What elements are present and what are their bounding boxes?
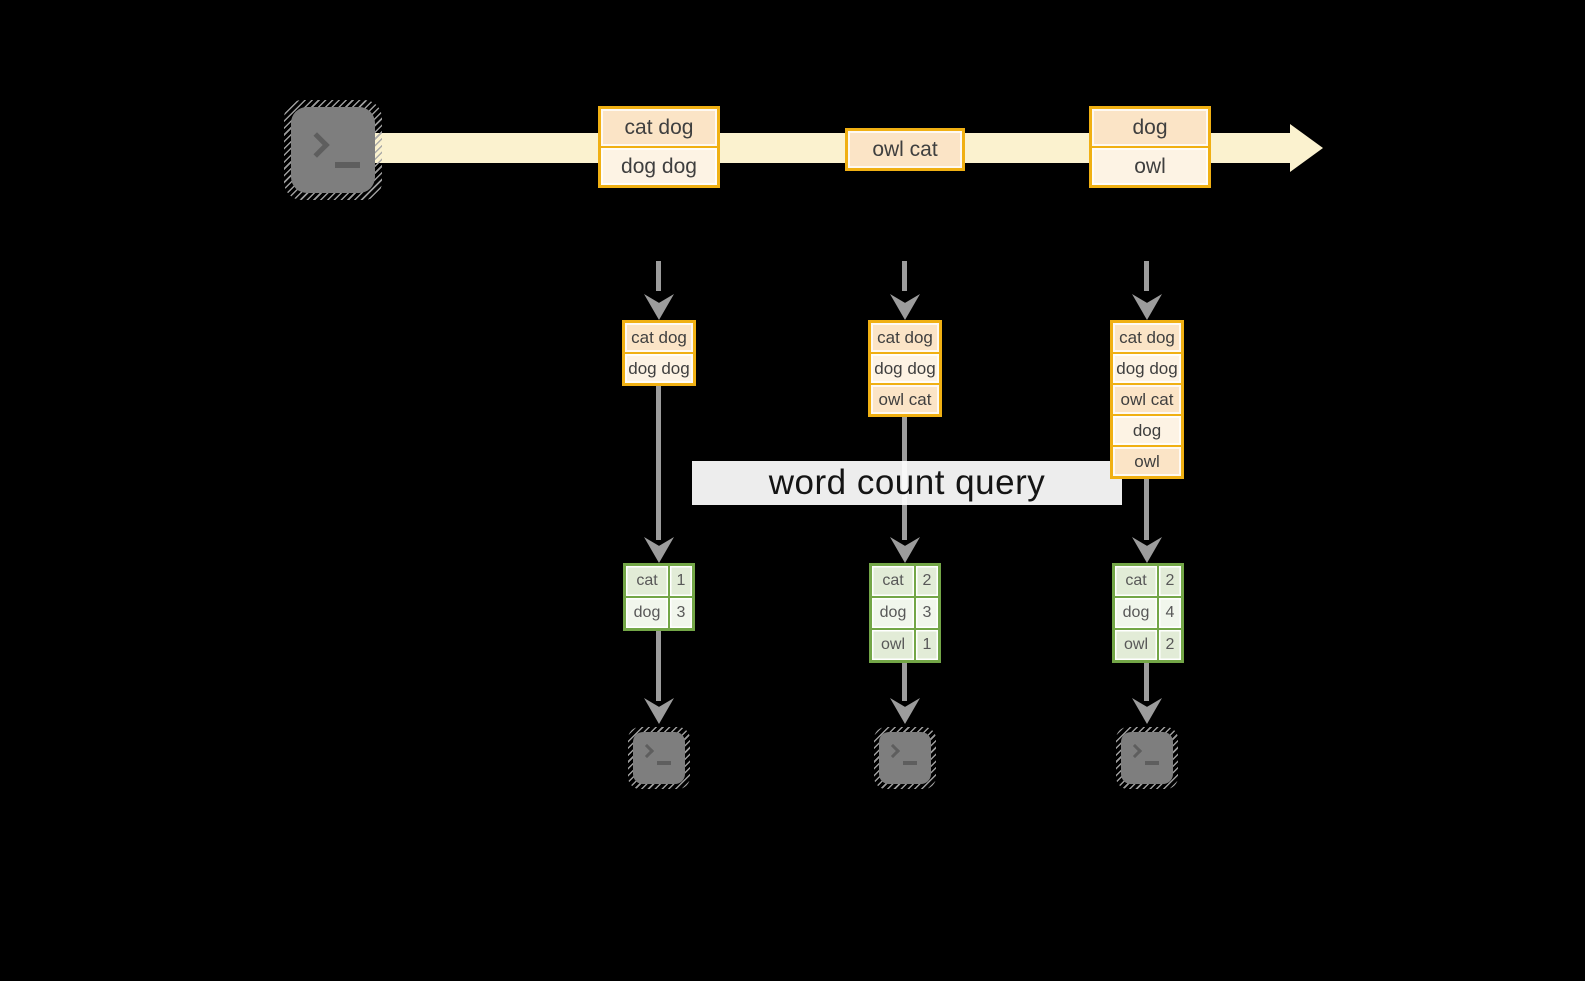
prompt-underscore-icon: [335, 162, 360, 168]
source-terminal-icon: [284, 100, 382, 200]
prompt-chevron-icon: [639, 743, 655, 759]
word-count-table-2: cat 2 dog 3 owl 1: [869, 563, 941, 663]
input-row: owl cat: [1113, 385, 1181, 414]
batch-row: dog: [1092, 109, 1208, 146]
input-row: dog dog: [625, 354, 693, 383]
prompt-underscore-icon: [1145, 761, 1159, 765]
micro-batch-input-2: cat dog dog dog owl cat: [868, 320, 942, 417]
terminal-body: [291, 107, 375, 193]
input-row: owl: [1113, 447, 1181, 476]
terminal-body: [879, 732, 931, 784]
input-row: dog dog: [871, 354, 939, 383]
count-cell: 4: [1159, 598, 1181, 628]
word-cell: cat: [872, 566, 914, 596]
sink-terminal-icon-3: [1116, 727, 1178, 789]
count-cell: 3: [916, 598, 938, 628]
input-row: cat dog: [871, 323, 939, 352]
word-cell: cat: [626, 566, 668, 596]
flow-arrow: [656, 629, 661, 701]
input-row: dog: [1113, 416, 1181, 445]
count-cell: 2: [916, 566, 938, 596]
dashed-arrowhead-icon: [890, 294, 920, 320]
input-row: owl cat: [871, 385, 939, 414]
flow-arrowhead-icon: [644, 537, 674, 563]
prompt-underscore-icon: [903, 761, 917, 765]
word-cell: dog: [1115, 598, 1157, 628]
flow-arrow: [902, 661, 907, 701]
dashed-arrow: [656, 261, 661, 291]
word-cell: dog: [626, 598, 668, 628]
flow-arrowhead-icon: [890, 698, 920, 724]
word-cell: cat: [1115, 566, 1157, 596]
prompt-chevron-icon: [304, 132, 330, 158]
flow-arrowhead-icon: [890, 537, 920, 563]
query-banner-label: word count query: [768, 463, 1046, 502]
dashed-arrow: [902, 261, 907, 291]
count-cell: 1: [916, 630, 938, 660]
flow-arrowhead-icon: [1132, 537, 1162, 563]
word-cell: owl: [1115, 630, 1157, 660]
flow-arrowhead-icon: [644, 698, 674, 724]
query-banner: word count query: [692, 461, 1122, 505]
flow-arrow: [1144, 477, 1149, 540]
word-count-table-1: cat 1 dog 3: [623, 563, 695, 631]
input-row: cat dog: [1113, 323, 1181, 352]
terminal-body: [1121, 732, 1173, 784]
input-row: cat dog: [625, 323, 693, 352]
dashed-arrowhead-icon: [1132, 294, 1162, 320]
batch-row: owl: [1092, 148, 1208, 185]
count-cell: 2: [1159, 566, 1181, 596]
prompt-chevron-icon: [1127, 743, 1143, 759]
sink-terminal-icon-1: [628, 727, 690, 789]
batch-row: owl cat: [848, 131, 962, 168]
sink-terminal-icon-2: [874, 727, 936, 789]
batch-row: cat dog: [601, 109, 717, 146]
stream-batch-3: dog owl: [1089, 106, 1211, 188]
stream-batch-2: owl cat: [845, 128, 965, 171]
count-cell: 1: [670, 566, 692, 596]
dashed-arrowhead-icon: [644, 294, 674, 320]
flow-arrowhead-icon: [1132, 698, 1162, 724]
prompt-chevron-icon: [885, 743, 901, 759]
stream-batch-1: cat dog dog dog: [598, 106, 720, 188]
micro-batch-input-3: cat dog dog dog owl cat dog owl: [1110, 320, 1184, 479]
stream-timeline-arrowhead-icon: [1290, 124, 1323, 172]
dashed-arrow: [1144, 261, 1149, 291]
count-cell: 2: [1159, 630, 1181, 660]
flow-arrow: [656, 384, 661, 540]
micro-batch-input-1: cat dog dog dog: [622, 320, 696, 386]
count-cell: 3: [670, 598, 692, 628]
batch-row: dog dog: [601, 148, 717, 185]
word-cell: dog: [872, 598, 914, 628]
flow-arrow: [1144, 661, 1149, 701]
word-count-table-3: cat 2 dog 4 owl 2: [1112, 563, 1184, 663]
prompt-underscore-icon: [657, 761, 671, 765]
word-cell: owl: [872, 630, 914, 660]
input-row: dog dog: [1113, 354, 1181, 383]
terminal-body: [633, 732, 685, 784]
